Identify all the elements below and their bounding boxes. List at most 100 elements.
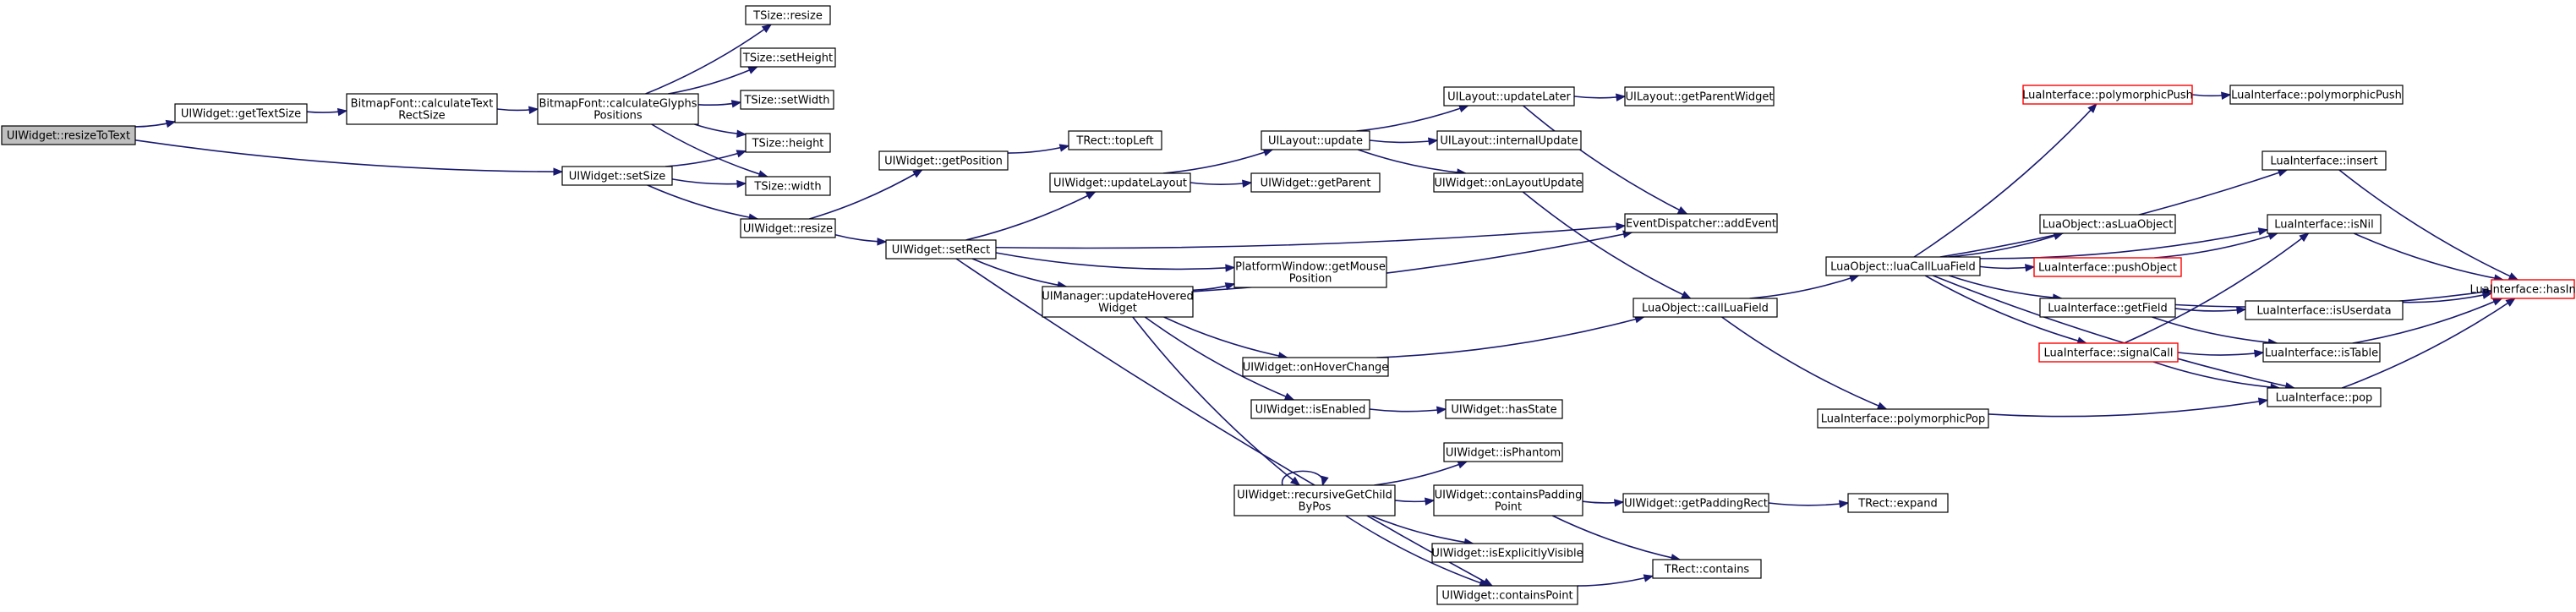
arrowhead: [1289, 476, 1301, 486]
node-polymorphic-push-red[interactable]: LuaInterface::polymorphicPush: [2022, 85, 2193, 105]
edge-call-lua-field-to-lua-call-lua-field: [1749, 274, 1860, 299]
node-set-rect[interactable]: UIWidget::setRect: [885, 239, 997, 260]
edge-update-layout-to-get-parent: [1190, 179, 1253, 188]
arrowhead: [1058, 144, 1070, 152]
node-update-layout[interactable]: UIWidget::updateLayout: [1049, 172, 1191, 193]
edge-lua-call-lua-field-to-is-nil: [1979, 227, 2269, 260]
arrowhead: [2025, 264, 2036, 272]
node-on-hover-change[interactable]: UIWidget::onHoverChange: [1242, 357, 1389, 377]
node-label: Point: [1495, 501, 1522, 514]
node-insert[interactable]: LuaInterface::insert: [2262, 150, 2387, 171]
node-is-phantom[interactable]: UIWidget::isPhantom: [1443, 442, 1563, 462]
node-tsize-set-height[interactable]: TSize::setHeight: [740, 47, 836, 68]
node-is-enabled[interactable]: UIWidget::isEnabled: [1250, 399, 1370, 419]
node-box: [2039, 214, 2176, 234]
node-label: ByPos: [1299, 501, 1332, 514]
node-contains[interactable]: TRect::contains: [1652, 559, 1762, 579]
node-get-field[interactable]: LuaInterface::getField: [2039, 298, 2176, 318]
edge-set-rect-to-contains-point: [955, 258, 1494, 587]
node-layout-update[interactable]: UILayout::update: [1261, 130, 1370, 150]
node-label: UIWidget::isPhantom: [1446, 447, 1561, 460]
node-add-event[interactable]: EventDispatcher::addEvent: [1624, 213, 1778, 233]
node-get-text-size[interactable]: UIWidget::getTextSize: [174, 103, 308, 123]
node-on-layout-update[interactable]: UIWidget::onLayoutUpdate: [1433, 172, 1583, 193]
edge-calculate-glyphs-positions-to-tsize-height: [694, 123, 747, 138]
node-get-padding-rect[interactable]: UIWidget::getPaddingRect: [1622, 493, 1769, 513]
node-tsize-set-width[interactable]: TSize::setWidth: [740, 90, 834, 110]
node-label: LuaInterface::polymorphicPop: [1821, 413, 1986, 426]
edge-is-nil-to-has-index: [2353, 232, 2505, 282]
arrowhead: [1614, 499, 1625, 507]
edge-recursive-get-child-by-pos-to-contains-padding-point: [1394, 497, 1436, 505]
node-get-position[interactable]: UIWidget::getPosition: [878, 150, 1009, 171]
arrowhead: [1616, 222, 1627, 231]
arrowhead: [1224, 282, 1236, 291]
node-label: UILayout::getParentWidget: [1625, 91, 1773, 104]
arrowhead: [2257, 227, 2269, 236]
arrowhead: [761, 24, 773, 33]
edge-update-hovered-widget-to-on-hover-change: [1163, 316, 1288, 360]
node-tsize-height[interactable]: TSize::height: [745, 133, 831, 153]
node-is-userdata[interactable]: LuaInterface::isUserdata: [2245, 300, 2404, 320]
node-polymorphic-pop[interactable]: LuaInterface::polymorphicPop: [1817, 408, 1989, 429]
arrowhead: [1839, 500, 1850, 508]
node-label: UIWidget::isExplicitlyVisible: [1431, 548, 1583, 560]
edge-on-hover-change-to-call-lua-field: [1376, 315, 1645, 358]
node-push-object[interactable]: LuaInterface::pushObject: [2033, 257, 2182, 277]
node-polymorphic-push2[interactable]: LuaInterface::polymorphicPush: [2229, 85, 2404, 105]
node-signal-call[interactable]: LuaInterface::signalCall: [2038, 342, 2179, 363]
node-box: [2491, 279, 2575, 299]
node-box: [740, 90, 834, 110]
arrowhead: [877, 238, 888, 246]
edge-update-layout-to-layout-update: [1162, 148, 1274, 174]
node-label: LuaObject::asLuaObject: [2043, 219, 2174, 232]
node-update-later[interactable]: UILayout::updateLater: [1443, 86, 1575, 107]
arrowhead: [1225, 264, 1236, 272]
arrowhead: [2491, 298, 2503, 306]
edge-signal-call-to-pop: [2152, 361, 2281, 391]
node-box: [1242, 357, 1389, 377]
node-top-left[interactable]: TRect::topLeft: [1068, 130, 1162, 150]
node-box: [1633, 298, 1778, 318]
node-as-lua-object[interactable]: LuaObject::asLuaObject: [2039, 214, 2176, 234]
node-has-index[interactable]: LuaInterface::hasIndex: [2470, 279, 2576, 299]
edge-set-rect-to-update-hovered-widget: [971, 258, 1068, 289]
edge-layout-update-to-update-later: [1356, 105, 1469, 132]
edge-update-later-to-get-parent-widget: [1573, 93, 1627, 101]
node-get-parent[interactable]: UIWidget::getParent: [1250, 172, 1381, 193]
node-label: UIWidget::setRect: [892, 244, 990, 257]
arrowhead: [1876, 402, 1888, 410]
node-get-parent-widget[interactable]: UILayout::getParentWidget: [1624, 86, 1775, 107]
edge-update-hovered-widget-to-recursive-get-child-by-pos: [1132, 316, 1301, 486]
node-box: [174, 103, 308, 123]
node-tsize-resize[interactable]: TSize::resize: [745, 5, 831, 25]
node-pop[interactable]: LuaInterface::pop: [2267, 387, 2382, 407]
node-set-size[interactable]: UIWidget::setSize: [561, 166, 673, 186]
node-has-state[interactable]: UIWidget::hasState: [1445, 399, 1563, 419]
node-label: UIWidget::resize: [743, 223, 833, 236]
node-tsize-width[interactable]: TSize::width: [745, 176, 831, 196]
node-ui-resize[interactable]: UIWidget::resize: [740, 218, 836, 238]
edge-resize-to-text-to-get-text-size: [134, 119, 177, 128]
node-contains-point[interactable]: UIWidget::containsPoint: [1436, 585, 1578, 605]
node-resize-to-text[interactable]: UIWidget::resizeToText: [1, 125, 136, 145]
node-is-table[interactable]: LuaInterface::isTable: [2262, 342, 2381, 363]
node-is-explicitly-visible[interactable]: UIWidget::isExplicitlyVisible: [1431, 543, 1583, 563]
arrowhead: [165, 119, 177, 128]
node-call-lua-field[interactable]: LuaObject::callLuaField: [1633, 298, 1778, 318]
edge-calculate-glyphs-positions-to-tsize-width: [651, 123, 768, 178]
node-box: [740, 218, 836, 238]
node-expand[interactable]: TRect::expand: [1847, 493, 1949, 513]
node-is-nil[interactable]: LuaInterface::isNil: [2267, 214, 2382, 234]
node-internal-update[interactable]: UILayout::internalUpdate: [1436, 130, 1582, 150]
node-lua-call-lua-field[interactable]: LuaObject::luaCallLuaField: [1825, 256, 1981, 276]
arrowhead: [747, 66, 758, 74]
node-label: UIWidget::getTextSize: [181, 108, 301, 121]
node-label: LuaInterface::getField: [2048, 303, 2168, 315]
